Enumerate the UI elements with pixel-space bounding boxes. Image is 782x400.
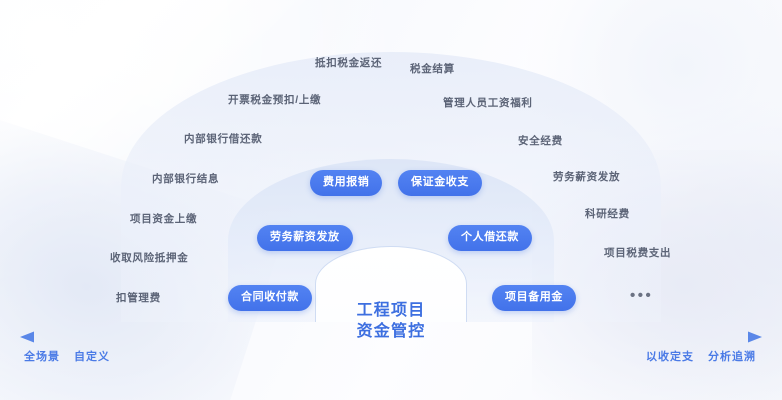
axis-caption-left: 全场景 自定义 (24, 348, 110, 364)
arc-inner-ring (315, 246, 467, 322)
outer-label-tax-settlement: 税金结算 (410, 63, 455, 75)
pill-deposit-receipt-payment[interactable]: 保证金收支 (398, 170, 482, 196)
outer-label-safety-funds: 安全经费 (518, 135, 563, 147)
pill-expense-reimbursement[interactable]: 费用报销 (310, 170, 383, 196)
axis-caption-right-1: 以收定支 (646, 351, 694, 363)
outer-label-invoice-tax-withholding: 开票税金预扣/上缴 (228, 94, 322, 106)
outer-label-internal-bank-interest: 内部银行结息 (152, 173, 220, 185)
axis-caption-left-1: 全场景 (24, 351, 60, 363)
timeline-axis (18, 330, 764, 344)
outer-label-management-salary-benefits: 管理人员工资福利 (443, 97, 533, 109)
axis-caption-left-2: 自定义 (74, 351, 110, 363)
pill-labor-salary-payment[interactable]: 劳务薪资发放 (257, 225, 353, 251)
pill-project-petty-cash[interactable]: 项目备用金 (492, 285, 576, 311)
center-title: 工程项目 资金管控 (357, 300, 426, 342)
center-title-line2: 资金管控 (356, 323, 426, 340)
outer-label-research-funds: 科研经费 (585, 208, 630, 220)
outer-label-project-tax-expense: 项目税费支出 (604, 247, 672, 259)
pill-contract-receipt-payment[interactable]: 合同收付款 (228, 285, 312, 311)
outer-label-management-fee-deduction: 扣管理费 (116, 292, 161, 304)
outer-label-risk-deposit-collection: 收取风险抵押金 (110, 252, 189, 264)
pill-personal-loan-repayment[interactable]: 个人借还款 (448, 225, 532, 251)
outer-label-project-fund-remittance: 项目资金上缴 (130, 213, 198, 225)
outer-label-internal-bank-loan: 内部银行借还款 (184, 133, 263, 145)
outer-label-labor-salary-payment-right: 劳务薪资发放 (553, 171, 621, 183)
axis-caption-right: 以收定支 分析追溯 (646, 348, 756, 364)
axis-caption-right-2: 分析追溯 (708, 351, 756, 363)
outer-label-more-ellipsis: ••• (630, 287, 654, 304)
center-title-line1: 工程项目 (356, 302, 426, 319)
outer-label-tax-deduction-refund: 抵扣税金返还 (315, 57, 383, 69)
